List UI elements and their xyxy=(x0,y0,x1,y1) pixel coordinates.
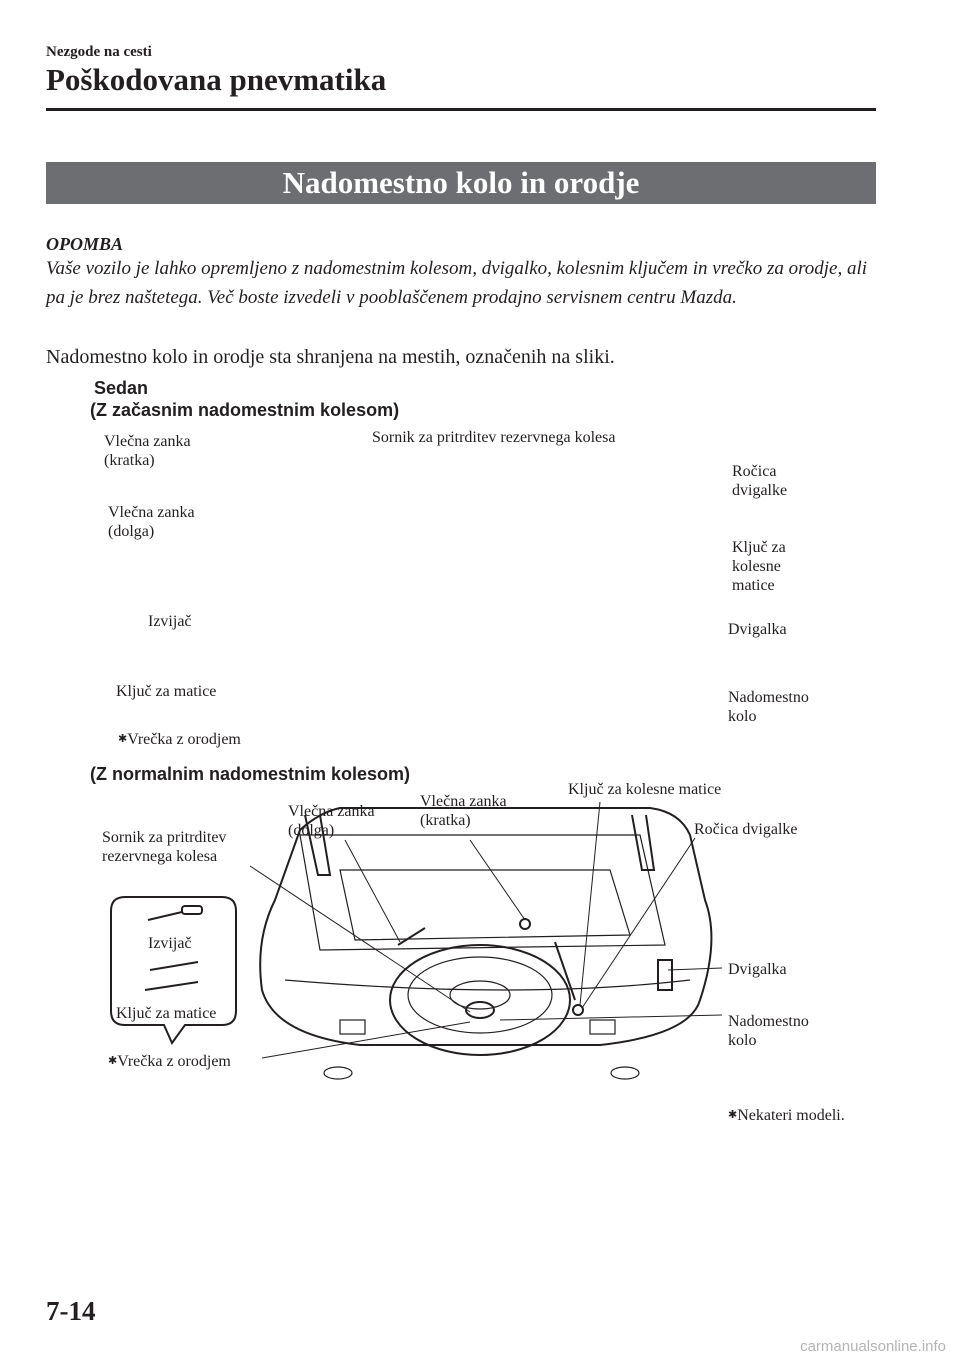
label-nut-wrench: Ključ za matice xyxy=(116,683,217,700)
body-text: Nadomestno kolo in orodje sta shranjena … xyxy=(46,346,615,368)
figure1-subtitle: (Z začasnim nadomestnim kolesom) xyxy=(90,400,400,420)
wrench-icon-2 xyxy=(149,961,199,971)
watermark: carmanualsonline.info xyxy=(800,1338,946,1355)
label2-spare-tire: Nadomestno kolo xyxy=(728,1013,809,1049)
label-jack: Dvigalka xyxy=(728,621,787,638)
asterisk-icon: ✱ xyxy=(108,1055,118,1067)
note-text: Vaše vozilo je lahko opremljeno z nadome… xyxy=(46,258,868,308)
footnote: ✱Nekateri modeli. xyxy=(728,1106,845,1125)
figure1-model: Sedan xyxy=(94,378,149,398)
section-title-band: Nadomestno kolo in orodje xyxy=(46,162,876,204)
label-tool-bag: ✱Vrečka z orodjem xyxy=(118,730,241,749)
label2-jack-handle: Ročica dvigalke xyxy=(694,821,798,838)
tool-callout-bubble-2 xyxy=(110,896,237,1045)
label2-jack: Dvigalka xyxy=(728,961,787,978)
label-spare-tire: Nadomestno kolo xyxy=(728,689,809,725)
page-number: 7-14 xyxy=(46,1296,96,1326)
label2-spare-bolt: Sornik za pritrditev rezervnega kolesa xyxy=(102,829,227,865)
label-tow-hook-long: Vlečna zanka (dolga) xyxy=(108,504,195,540)
label2-screwdriver: Izvijač xyxy=(148,935,192,952)
label-tow-hook-short: Vlečna zanka (kratka) xyxy=(104,433,191,469)
note-heading: OPOMBA xyxy=(46,234,124,254)
asterisk-icon: ✱ xyxy=(728,1109,738,1121)
section-label: Nezgode na cesti xyxy=(46,44,152,60)
screwdriver-icon-2 xyxy=(147,911,183,921)
label-screwdriver: Izvijač xyxy=(148,613,192,630)
label2-nut-wrench: Ključ za matice xyxy=(116,1005,217,1022)
tool-bag-text-2: Vrečka z orodjem xyxy=(117,1053,231,1070)
label-lug-wrench: Ključ za kolesne matice xyxy=(732,539,786,594)
chapter-title: Poškodovana pnevmatika xyxy=(46,62,387,97)
figure1-trunk-illustration xyxy=(0,420,960,760)
tool-bag-text: Vrečka z orodjem xyxy=(127,731,241,748)
header-rule xyxy=(46,108,876,111)
figure2-subtitle: (Z normalnim nadomestnim kolesom) xyxy=(90,764,411,784)
asterisk-icon: ✱ xyxy=(118,733,128,745)
label-spare-bolt: Sornik za pritrditev rezervnega kolesa xyxy=(372,429,616,446)
label2-tow-hook-short: Vlečna zanka (kratka) xyxy=(420,793,507,829)
label2-tool-bag: ✱Vrečka z orodjem xyxy=(108,1052,231,1071)
footnote-text: Nekateri modeli. xyxy=(737,1107,845,1124)
label2-lug-wrench: Ključ za kolesne matice xyxy=(568,781,722,798)
label-jack-handle: Ročica dvigalke xyxy=(732,463,788,499)
label2-tow-hook-long: Vlečna zanka (dolga) xyxy=(288,803,375,839)
figure2-trunk-illustration xyxy=(110,801,723,1080)
